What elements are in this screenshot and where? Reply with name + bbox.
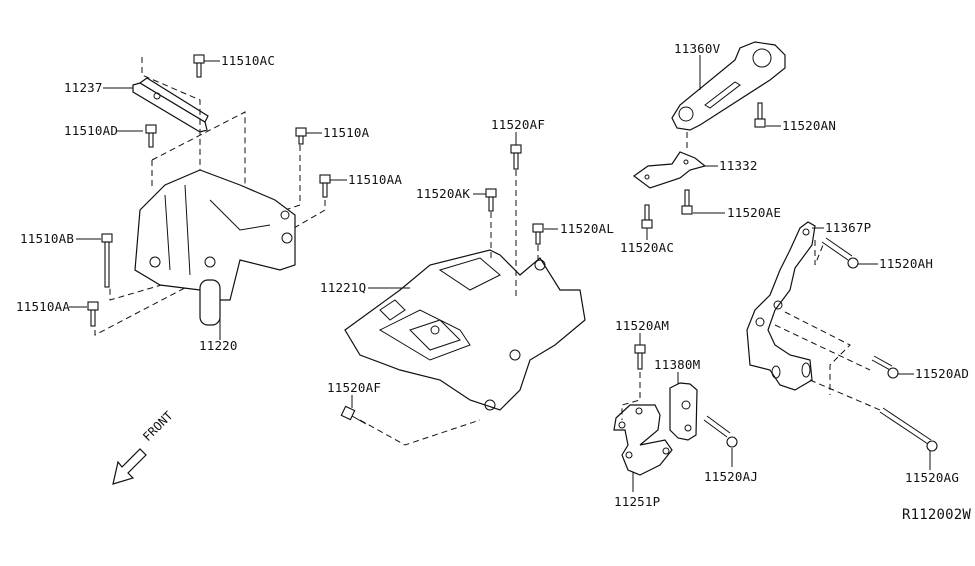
dashed-guides-bottom-right (621, 372, 641, 420)
bolt-11520AC (641, 204, 653, 229)
part-11332-bracket (632, 151, 707, 189)
label-11380M: 11380M (654, 357, 701, 372)
label-11510AB: 11510AB (20, 231, 75, 246)
label-11510AA-top: 11510AA (348, 172, 403, 187)
label-11520AF-top: 11520AF (491, 117, 546, 132)
bolt-11520AF-bottom (340, 405, 367, 425)
dashed-guides-center (359, 170, 539, 446)
bolt-11510AC (193, 54, 205, 78)
label-11510AD: 11510AD (64, 123, 119, 138)
label-11367P: 11367P (825, 220, 872, 235)
dashed-guides-left (94, 57, 326, 336)
leader-lines-top-right (646, 55, 781, 240)
bolt-11510AA-top (319, 174, 331, 198)
part-11220-engine-mount (134, 169, 296, 326)
label-11221Q: 11221Q (320, 280, 367, 295)
bolt-11520AL (532, 223, 544, 245)
part-11360V-torque-rod (671, 41, 786, 131)
label-11510AC: 11510AC (221, 53, 276, 68)
label-11510AA-bottom: 11510AA (16, 299, 71, 314)
part-11367P-bracket (746, 221, 816, 391)
bolt-11520AG (879, 407, 938, 452)
dashed-guides-right (774, 240, 881, 411)
bolt-11510AA-bottom (87, 301, 99, 327)
label-11520AD: 11520AD (915, 366, 970, 381)
front-arrow-icon (112, 448, 147, 485)
label-11520AL: 11520AL (560, 221, 615, 236)
bolt-11520AH (821, 237, 859, 269)
leader-lines-right (812, 227, 931, 470)
label-11520AN: 11520AN (782, 118, 837, 133)
part-11237-bracket-plate (132, 77, 209, 133)
bolt-11520AK (485, 188, 497, 212)
label-11360V: 11360V (674, 41, 721, 56)
label-11520AJ: 11520AJ (704, 469, 759, 484)
bolt-11520AJ (703, 415, 738, 448)
bolt-11510AD (145, 124, 157, 148)
label-11520AK: 11520AK (416, 186, 471, 201)
label-11520AC: 11520AC (620, 240, 675, 255)
part-11221Q-mount-bracket (344, 249, 586, 411)
label-11520AF-bottom: 11520AF (327, 380, 382, 395)
bolt-11520AM (634, 344, 646, 370)
leader-lines-bottom-right (632, 333, 733, 492)
label-11251P: 11251P (614, 494, 661, 509)
bolt-11520AN (754, 102, 766, 128)
bolt-11510A (295, 127, 307, 145)
reference-code: R112002W (901, 507, 971, 523)
label-11237: 11237 (64, 80, 103, 95)
part-11380M-insulator (669, 382, 698, 441)
label-11220: 11220 (199, 338, 238, 353)
label-11520AE: 11520AE (727, 205, 782, 220)
bolt-11520AF-top (510, 144, 522, 170)
bolt-11520AD (871, 355, 899, 379)
leader-lines-center (351, 132, 558, 408)
bolt-11510AB (101, 233, 113, 288)
label-11510A: 11510A (323, 125, 370, 140)
bolt-11520AE (681, 189, 693, 215)
part-11251P-bracket (613, 404, 673, 476)
label-11520AG: 11520AG (905, 470, 960, 485)
label-11520AH: 11520AH (879, 256, 934, 271)
label-11332: 11332 (719, 158, 758, 173)
label-11520AM: 11520AM (615, 318, 670, 333)
